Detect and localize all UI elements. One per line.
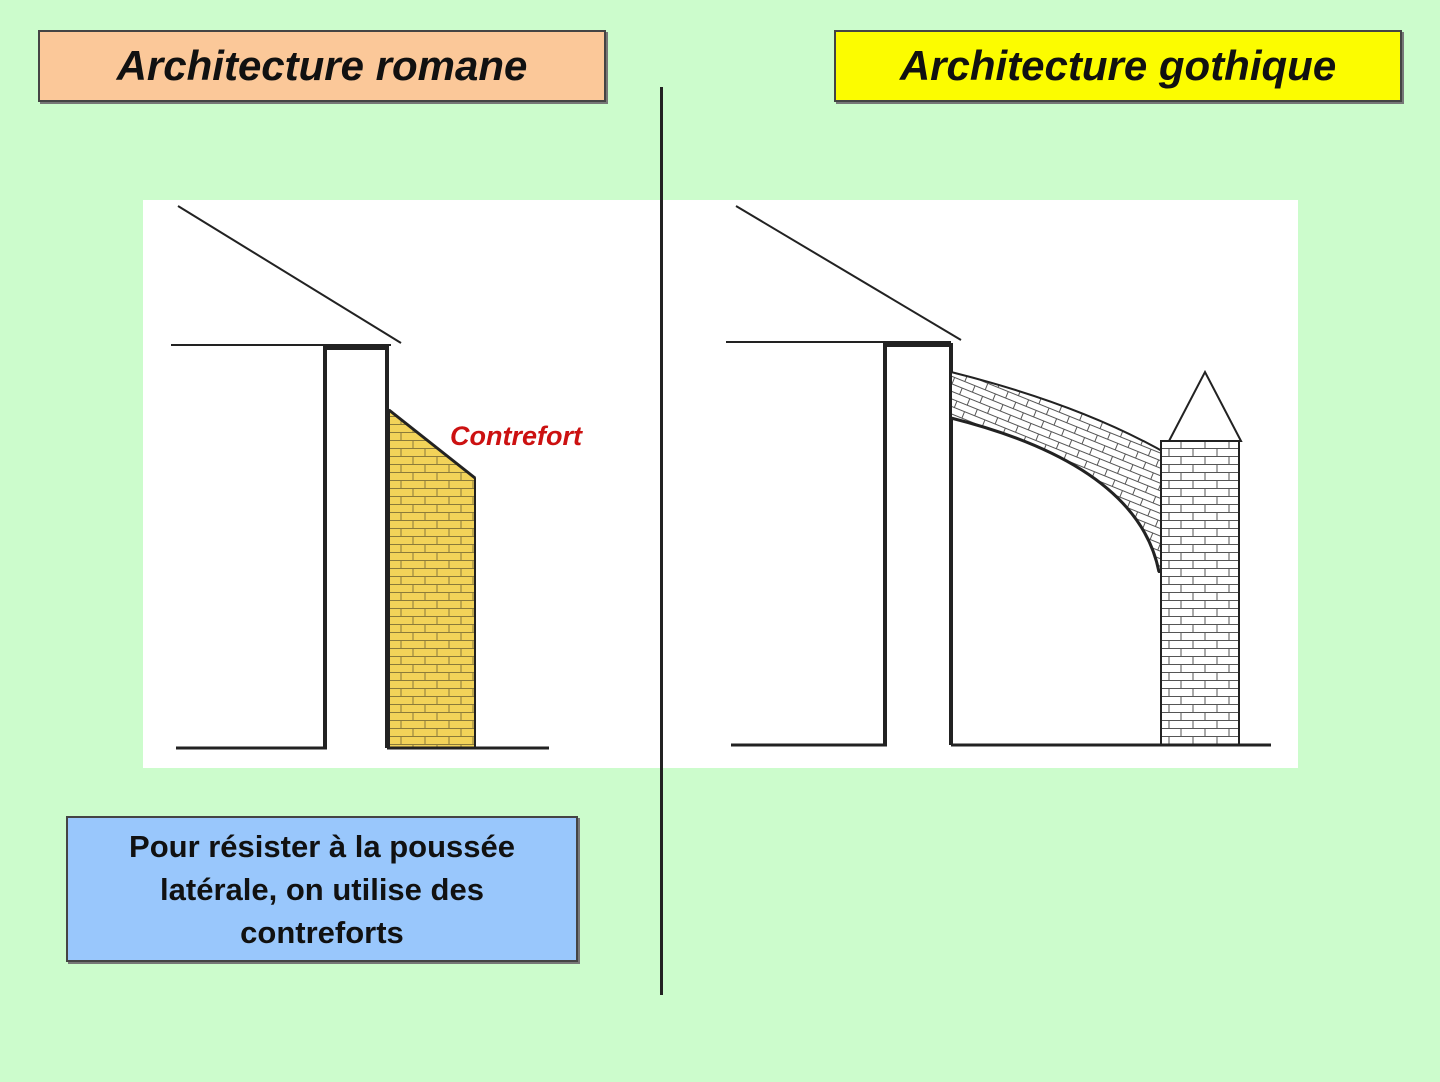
explanation-note: Pour résister à la poussée latérale, on … — [66, 816, 578, 962]
buttress — [388, 407, 476, 749]
architecture-diagram: Contrefort — [171, 205, 1271, 750]
romanesque-drawing: Contrefort — [171, 205, 583, 750]
romanesque-title-text: Architecture romane — [116, 42, 528, 89]
flying-buttress-intrados — [950, 416, 1161, 573]
romanesque-title: Architecture romane — [38, 30, 606, 102]
gothic-title-text: Architecture gothique — [899, 42, 1337, 89]
center-divider — [660, 87, 663, 995]
diagram-panel: Contrefort — [143, 200, 1298, 768]
explanation-note-text: Pour résister à la poussée latérale, on … — [129, 828, 515, 950]
gothic-wall — [883, 343, 953, 745]
buttress-label: Contrefort — [450, 421, 583, 451]
flying-buttress — [950, 370, 1170, 573]
gothic-drawing — [726, 205, 1271, 747]
buttress-slope-edge — [388, 408, 476, 480]
buttress-pier — [1160, 440, 1240, 746]
romanesque-roof-slope — [177, 205, 402, 344]
pinnacle — [1167, 369, 1243, 442]
romanesque-wall — [323, 346, 389, 748]
gothic-roof-slope — [735, 205, 962, 341]
gothic-title: Architecture gothique — [834, 30, 1402, 102]
